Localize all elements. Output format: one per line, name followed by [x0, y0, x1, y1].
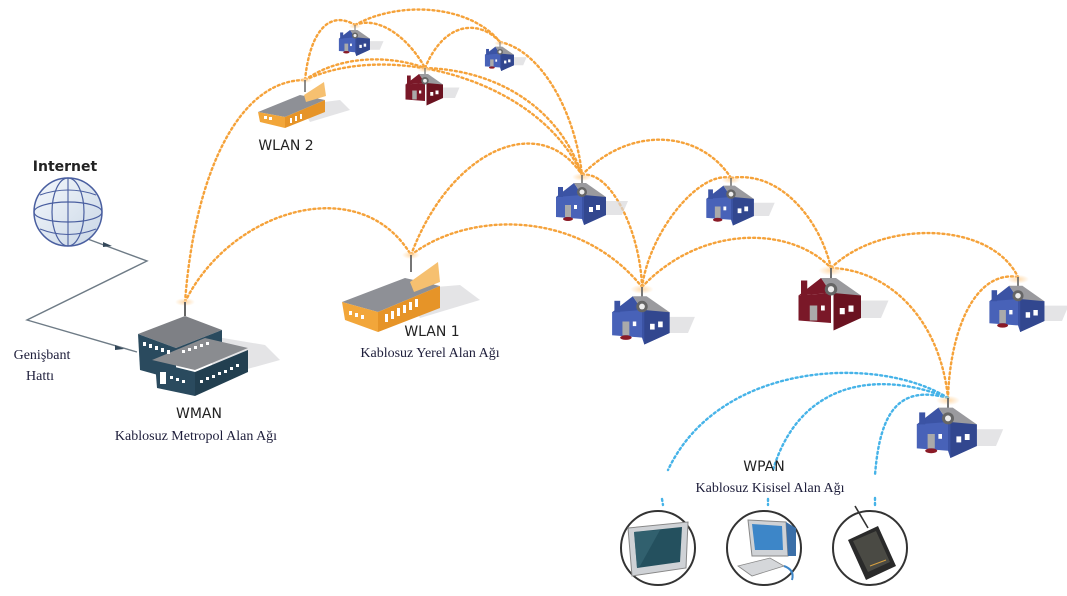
link-house-low-red-house-right: [829, 231, 1020, 279]
broadband-wire: [25, 237, 149, 353]
link-house-mid-2-house-low-red: [729, 175, 833, 270]
house-top-2-icon: [484, 40, 528, 72]
house-top-1-icon: [338, 23, 384, 57]
house-right-icon: [988, 273, 1067, 333]
link-house-top-2-house-mid-1: [498, 40, 584, 177]
wlan1-warehouse-icon: [342, 251, 480, 332]
personal-links: [660, 371, 950, 507]
link-wman-wlan1: [183, 207, 413, 304]
link-house-top-1-house-top-2: [353, 8, 502, 44]
wman-building-icon: [138, 298, 280, 396]
link-house-top-red-house-mid-1: [423, 66, 584, 177]
link-wlan2-house-top-1: [303, 19, 357, 82]
internet-globe-icon: [33, 177, 103, 247]
link-wlan2-house-top-red: [303, 58, 427, 82]
link-house-low-red-house-wpan-hub: [829, 266, 950, 400]
broadband-label-line1: Genişbant: [14, 348, 71, 363]
link-house-low-1-house-low-red: [640, 236, 833, 289]
wman-description: Kablosuz Metropol Alan Ağı: [115, 429, 277, 444]
link-wlan1-house-low-1: [409, 223, 644, 289]
link-wman-wlan2: [183, 78, 307, 304]
house-low-1-icon: [611, 283, 696, 346]
link-hub-monitor: [666, 371, 950, 472]
desktop-computer-icon: [726, 510, 802, 586]
monitor-device-icon: [620, 510, 696, 586]
link-monitor-stub: [660, 497, 665, 507]
house-low-red-icon: [797, 264, 890, 332]
link-house-right-house-wpan-hub: [946, 275, 1020, 400]
wireless-links: [183, 8, 1020, 400]
link-house-top-red-house-top-2: [423, 26, 502, 70]
house-top-red-icon: [404, 65, 461, 107]
wman-label: WMAN: [176, 406, 222, 422]
link-house-mid-2-house-low-1: [640, 176, 733, 289]
link-wlan2-house-mid-1: [303, 63, 584, 177]
wlan1-label: WLAN 1: [404, 324, 459, 340]
wpan-label: WPAN: [743, 459, 784, 475]
house-wpan-hub-icon: [915, 394, 1005, 459]
wlan1-description: Kablosuz Yerel Alan Ağı: [360, 346, 499, 361]
link-hub-desktop: [771, 382, 950, 472]
internet-label: Internet: [33, 159, 98, 175]
wlan2-label: WLAN 2: [258, 138, 313, 154]
wpan-description: Kablosuz Kisisel Alan Ağı: [696, 481, 845, 496]
link-hub-pda: [873, 393, 950, 477]
link-wlan1-house-mid-1: [409, 142, 584, 257]
link-house-top-1-house-top-red: [353, 21, 427, 70]
wlan2-warehouse-icon: [258, 77, 350, 128]
broadband-label-line2: Hattı: [26, 369, 54, 384]
link-house-mid-1-house-mid-2: [580, 138, 733, 180]
pda-device-icon: [832, 505, 908, 586]
house-mid-2-icon: [705, 175, 776, 227]
